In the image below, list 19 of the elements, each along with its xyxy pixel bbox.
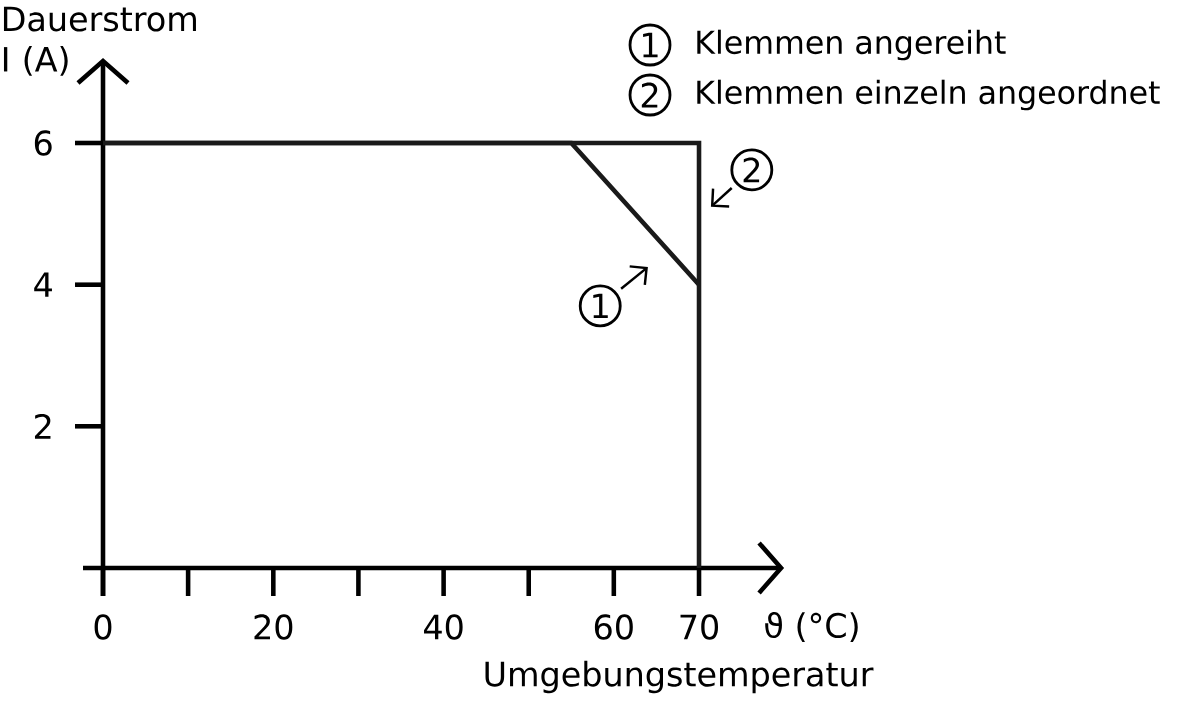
legend-text: Klemmen angereiht xyxy=(697,29,1006,61)
axis-title: Dauerstrom I (A) xyxy=(3,6,196,76)
legend-text: Klemmen einzeln angeordnet xyxy=(697,79,1160,111)
tick-label: 70 xyxy=(680,614,719,640)
axis-unit: ϑ (°C) xyxy=(765,612,858,642)
callout-number: 2 xyxy=(730,148,774,192)
tick-label: 40 xyxy=(424,614,463,640)
axis-title: Umgebungstemperatur xyxy=(485,660,874,694)
tick-label: 60 xyxy=(594,614,633,640)
tick-label: 6 xyxy=(34,130,52,156)
legend-number: 2 xyxy=(628,73,672,117)
callout-number: 1 xyxy=(578,284,622,328)
legend-number: 1 xyxy=(628,23,672,67)
tick-label: 4 xyxy=(34,272,52,297)
tick-label: 2 xyxy=(35,413,51,439)
annotation: 1 xyxy=(593,293,608,319)
annotation: 2 xyxy=(743,157,760,183)
tick-label: 0 xyxy=(94,614,112,640)
tick-label: 20 xyxy=(254,614,293,640)
